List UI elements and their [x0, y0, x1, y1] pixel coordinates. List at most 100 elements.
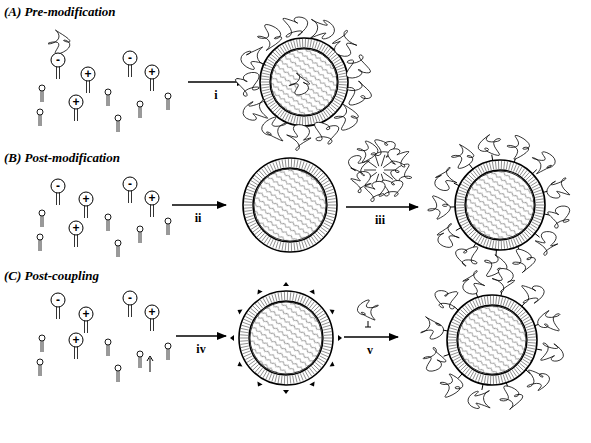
lipid-head — [115, 115, 121, 121]
lipid-tail — [317, 42, 320, 49]
outer-leaflet — [239, 291, 333, 385]
lipid-tail — [310, 116, 311, 124]
lipid-tail — [513, 238, 516, 245]
protein — [435, 168, 457, 191]
lipid-tail — [503, 298, 505, 306]
lipid-tail — [107, 220, 109, 231]
lipid-tail — [457, 212, 465, 214]
inner-leaflet — [249, 301, 323, 375]
step-number: iii — [375, 213, 385, 228]
lipid-tail — [506, 240, 507, 248]
lipid-tail — [493, 296, 494, 304]
lipid-tail — [245, 213, 253, 215]
linker — [454, 306, 458, 310]
protein — [541, 343, 564, 361]
lipid-tail — [325, 220, 332, 223]
lipid-tail — [456, 201, 464, 203]
lipid-tail — [321, 353, 328, 356]
process-arrows — [172, 82, 418, 337]
lipid-tail — [75, 235, 78, 247]
lipid-tail — [139, 232, 141, 243]
lipid-tail — [476, 299, 479, 306]
lipid-tail — [526, 352, 534, 355]
lipid-tail — [532, 222, 539, 226]
lipid-tail — [57, 67, 60, 79]
lipid-tail — [293, 243, 295, 251]
lipid-tail — [505, 299, 508, 306]
lipid-tail — [299, 117, 301, 125]
lipid-tail — [272, 374, 274, 382]
lipid-tail — [527, 347, 535, 349]
lipid-tail — [278, 375, 279, 383]
linker — [456, 228, 461, 231]
lipid-tail — [264, 167, 268, 174]
lipid-tail — [449, 331, 457, 333]
lipid-tail — [448, 336, 456, 338]
charge-sign: - — [56, 53, 60, 67]
lipid-tail — [459, 217, 467, 220]
lipid-tail — [139, 357, 141, 368]
lipid-tail — [534, 217, 542, 220]
lipid-tail — [261, 82, 269, 83]
protein — [532, 152, 555, 174]
lipid-tail — [267, 165, 271, 172]
lipid-tail — [320, 356, 327, 360]
step-arrow — [176, 335, 226, 337]
linker — [536, 349, 542, 350]
lipid-tail — [323, 346, 331, 348]
lipid-tail — [264, 67, 272, 70]
lipid-tail — [41, 341, 43, 352]
lipid-tail — [279, 242, 281, 250]
lipid-tail — [273, 240, 276, 247]
lipid-tail — [287, 376, 288, 384]
lipid-tail — [266, 98, 273, 102]
lipid-tail — [476, 373, 479, 380]
aqueous-core — [466, 171, 534, 239]
lipid-tail — [535, 193, 543, 195]
lipid-tail — [248, 186, 255, 189]
lipid-tail — [528, 340, 536, 341]
lipid-tail — [534, 190, 542, 193]
lipid-tail — [528, 345, 536, 346]
protein — [440, 374, 463, 397]
lipid-tail — [452, 322, 459, 325]
linker — [491, 155, 493, 161]
lipid-tail — [533, 220, 540, 223]
lipid-tail — [449, 347, 457, 349]
reactive-lipid — [147, 356, 153, 372]
lipid-tail — [295, 375, 297, 383]
lipid-tail — [312, 116, 314, 124]
charge-sign: - — [56, 293, 60, 307]
lipid-tail — [486, 163, 488, 171]
lipid-tail — [247, 218, 255, 221]
lipid-tail — [302, 241, 304, 249]
lipid-head — [115, 365, 121, 371]
protein — [513, 249, 536, 272]
linker — [532, 170, 536, 174]
lipid-head — [37, 359, 43, 365]
protein — [435, 291, 458, 309]
lipid-tail — [253, 227, 259, 232]
lipid-tail — [291, 115, 293, 123]
lipid-tail — [498, 375, 499, 383]
reactive-group — [283, 390, 289, 394]
lipid-tail — [493, 376, 494, 384]
charged-head — [145, 65, 159, 79]
lipid-tail — [248, 220, 255, 223]
lipid-tail — [284, 292, 285, 300]
lipid-tail — [139, 107, 141, 118]
step-arrow — [172, 204, 226, 206]
protein — [289, 73, 309, 95]
lipid-tail — [275, 293, 277, 301]
lipid-tail — [320, 316, 327, 320]
lipid-tail — [312, 40, 314, 48]
protein — [538, 311, 560, 331]
protein — [478, 135, 500, 156]
lipid-tail — [269, 295, 272, 302]
charged-head — [51, 179, 65, 193]
lipid-tail — [339, 79, 347, 81]
protein — [262, 117, 287, 141]
lipid-tail — [291, 159, 292, 167]
lipid-tail — [285, 113, 289, 120]
lipid-tail — [510, 371, 514, 378]
